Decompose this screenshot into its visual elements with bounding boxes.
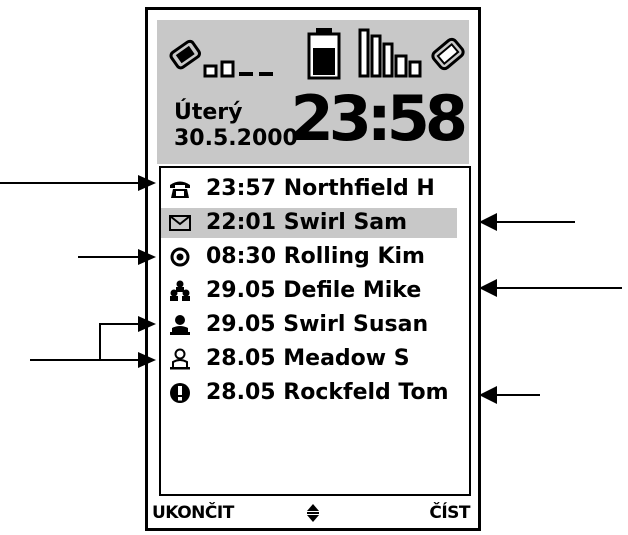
list-item-text: 29.05 Swirl Susan — [206, 312, 429, 337]
callout-arrow-persons — [99, 323, 140, 360]
list-item-text: 29.05 Defile Mike — [206, 278, 422, 303]
end-softkey[interactable]: UKONČIT — [152, 503, 234, 523]
phone-screen: Úterý 30.5.2000 23:58 23:57 Northfield H… — [145, 7, 481, 531]
arrowhead — [479, 386, 497, 404]
list-item[interactable]: 08:30 Rolling Kim — [161, 242, 457, 272]
person-filled-icon — [170, 315, 190, 335]
list-item-text: 23:57 Northfield H — [206, 176, 435, 201]
clock: 23:58 — [290, 82, 468, 155]
list-item-text: 28.05 Meadow S — [206, 346, 410, 371]
list-item[interactable]: 28.05 Meadow S — [161, 344, 457, 374]
call-log-list: 23:57 Northfield H 22:01 Swirl Sam 08:30… — [159, 166, 471, 496]
phone-icon — [170, 181, 190, 198]
list-item[interactable]: 29.05 Swirl Susan — [161, 310, 457, 340]
signal-strength-icon — [169, 39, 273, 78]
list-item[interactable]: 29.05 Defile Mike — [161, 276, 457, 306]
arrowhead — [479, 213, 497, 231]
exclamation-icon — [170, 383, 190, 403]
arrowhead — [479, 279, 497, 297]
softkey-bar: UKONČIT ČÍST — [152, 499, 474, 527]
list-item-text: 22:01 Swirl Sam — [206, 210, 408, 235]
date-label: 30.5.2000 — [174, 126, 298, 151]
person-outline-icon — [170, 348, 190, 370]
list-item[interactable]: 28.05 Rockfeld Tom — [161, 378, 457, 408]
group-icon — [170, 280, 190, 301]
status-bar: Úterý 30.5.2000 23:58 — [157, 20, 469, 164]
list-item-text: 08:30 Rolling Kim — [206, 244, 425, 269]
day-label: Úterý — [174, 100, 243, 125]
list-item-selected[interactable]: 22:01 Swirl Sam — [161, 208, 457, 238]
list-item-text: 28.05 Rockfeld Tom — [206, 380, 449, 405]
target-icon — [170, 247, 190, 267]
scroll-updown-icon — [307, 504, 319, 522]
list-item[interactable]: 23:57 Northfield H — [161, 174, 457, 204]
envelope-icon — [169, 215, 191, 231]
battery-icon — [307, 28, 341, 80]
network-strength-icon — [358, 28, 465, 78]
read-softkey[interactable]: ČÍST — [429, 503, 470, 523]
